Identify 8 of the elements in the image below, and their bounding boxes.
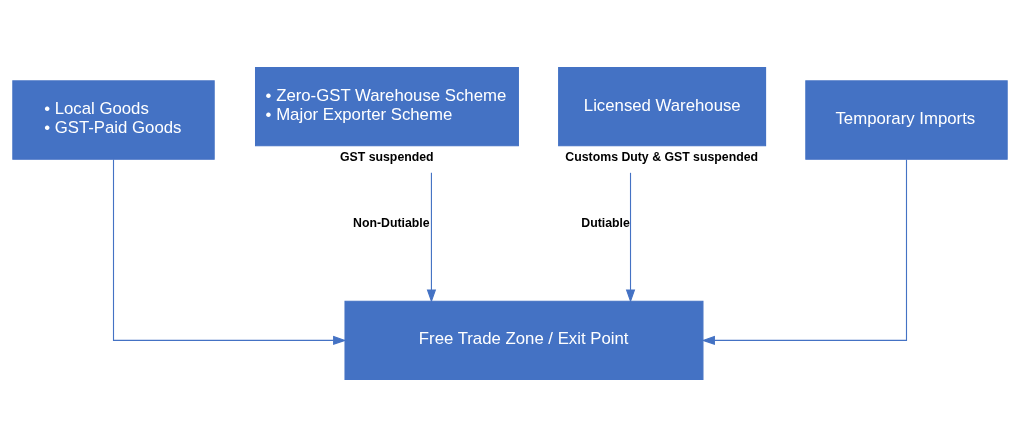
arrow — [701, 158, 908, 346]
edge-label: Non-Dutiable — [353, 215, 430, 230]
node-label: Customs Duty & GST suspended — [565, 150, 759, 165]
node-label: GST suspended — [339, 150, 434, 165]
arrow — [426, 172, 437, 303]
arrow — [112, 158, 347, 346]
arrow — [625, 172, 636, 303]
edge-label: Dutiable — [581, 215, 630, 230]
